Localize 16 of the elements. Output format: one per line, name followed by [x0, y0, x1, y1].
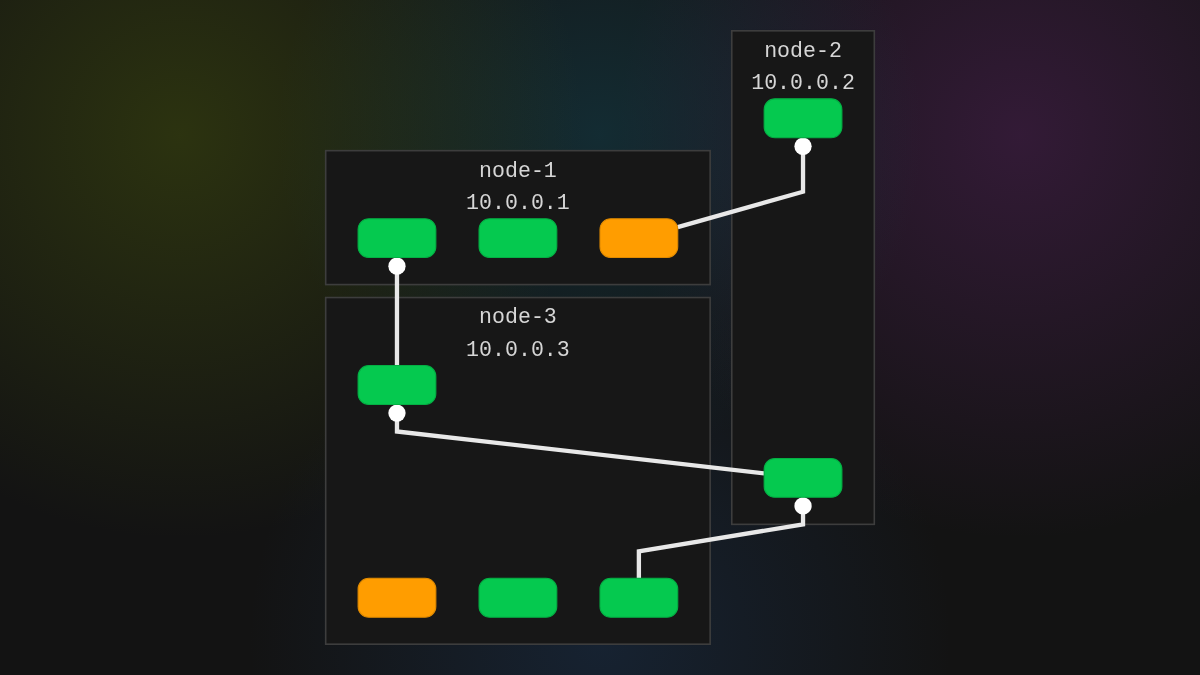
connector: [388, 257, 406, 366]
node-box: [357, 577, 437, 618]
node-box: [357, 218, 437, 259]
node-box: [478, 577, 558, 618]
node-box: [599, 577, 679, 618]
node-box: [763, 457, 843, 498]
cluster: node-1 10.0.0.1: [324, 149, 711, 286]
connector: [677, 137, 812, 230]
node-box: [763, 98, 843, 139]
node-box: [478, 218, 558, 259]
cluster: node-3 10.0.0.3: [324, 296, 711, 645]
cluster: node-2 10.0.0.2: [730, 30, 876, 526]
node-box: [357, 365, 437, 405]
connector: [388, 404, 765, 476]
node-box: [599, 218, 679, 259]
connector: [636, 497, 812, 579]
